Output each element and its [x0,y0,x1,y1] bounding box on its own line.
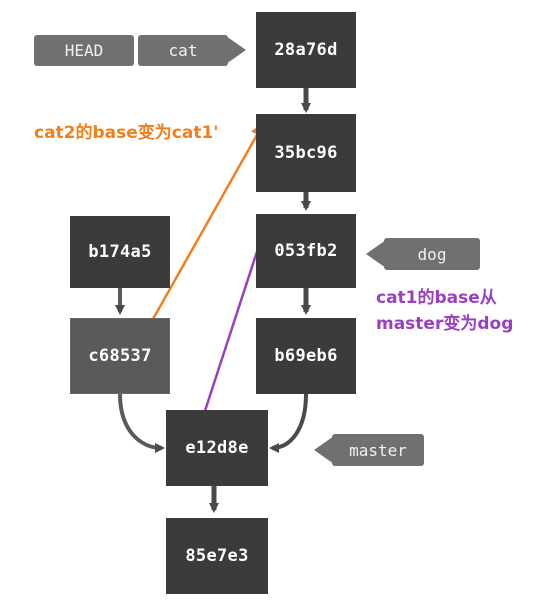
commit-e12d8e[interactable]: e12d8e [166,410,268,486]
cat2-rebase-note: cat2的base变为cat1' [34,123,219,143]
edge-c68537-e12d8e [118,393,165,453]
commit-053fb2[interactable]: 053fb2 [256,214,356,288]
orange-rebase-arrow [138,122,264,343]
cat1-rebase-note-line1: cat1的base从 [376,288,497,308]
commit-35bc96[interactable]: 35bc96 [256,114,356,192]
commit-85e7e3[interactable]: 85e7e3 [166,518,268,594]
edge-b69eb6-e12d8e [269,393,308,453]
dog-tag-pointer [366,240,386,268]
master-branch-tag[interactable]: master [332,434,424,466]
commit-c68537[interactable]: c68537 [70,318,170,394]
cat-branch-tag[interactable]: cat [138,35,228,66]
cat-tag-pointer [226,36,246,64]
dog-branch-tag[interactable]: dog [384,238,480,270]
commit-b174a5[interactable]: b174a5 [70,216,170,288]
commit-28a76d[interactable]: 28a76d [256,12,356,88]
commit-b69eb6[interactable]: b69eb6 [256,318,356,394]
cat1-rebase-note-line2: master变为dog [376,314,514,334]
purple-rebase-arrow [200,220,270,421]
head-ref-tag[interactable]: HEAD [34,35,134,66]
master-tag-pointer [314,436,334,464]
